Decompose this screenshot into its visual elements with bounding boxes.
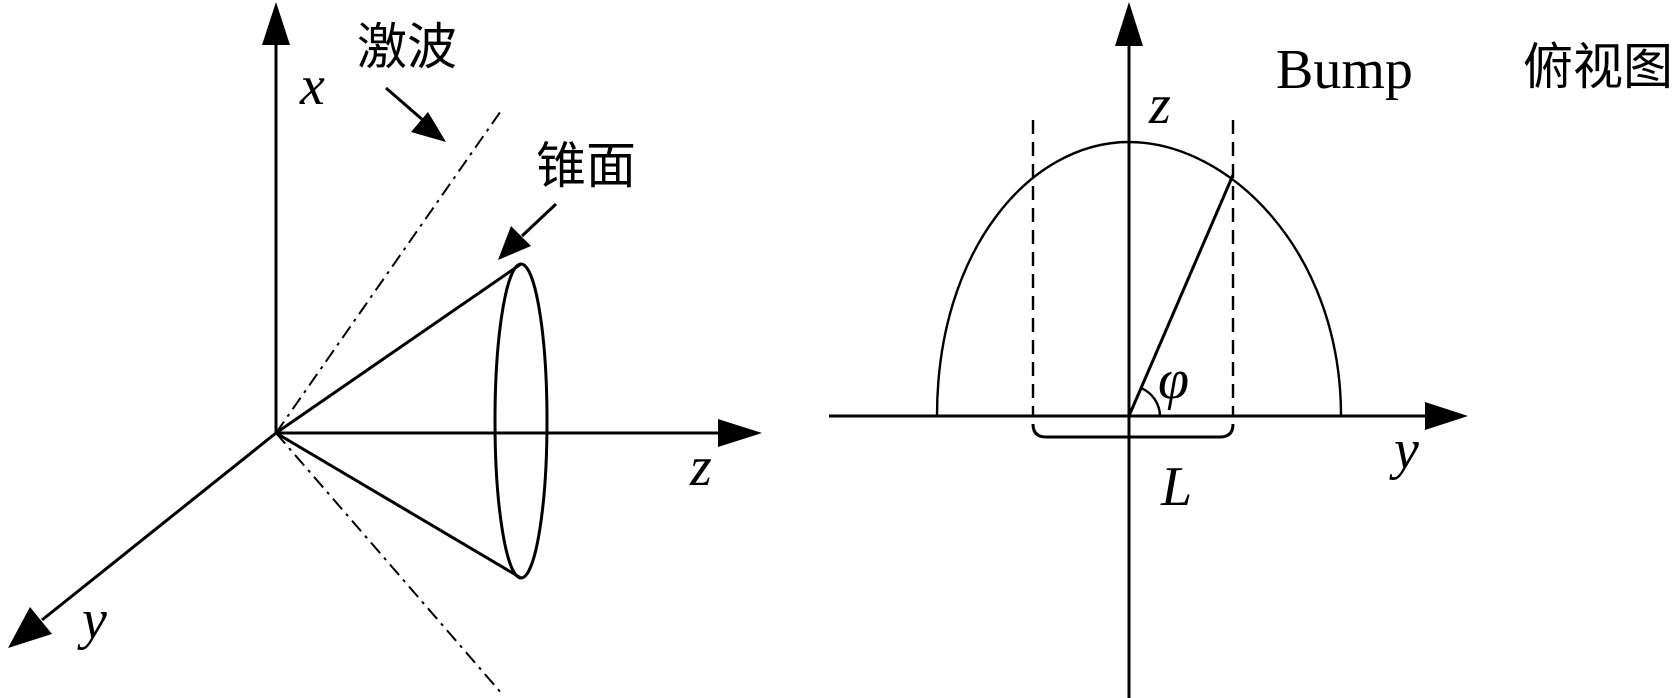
- left-z-axis-arrowhead: [718, 419, 762, 447]
- right-y-axis-label: y: [1389, 419, 1419, 481]
- shock-wave-pointer-arrowhead: [411, 112, 446, 142]
- right-z-axis-arrowhead: [1115, 2, 1143, 46]
- cone-surface-pointer-line: [520, 202, 558, 238]
- shock-wave-label: 激波: [357, 18, 457, 76]
- left-y-axis-label: y: [77, 589, 107, 651]
- shock-wave-lower-line: [275, 432, 504, 696]
- shock-wave-upper-line: [275, 107, 504, 434]
- cone-base-ellipse: [493, 262, 549, 580]
- left-x-axis-arrowhead: [262, 2, 290, 45]
- width-bracket: [1031, 423, 1235, 439]
- bump-outline-curve: [935, 140, 1343, 417]
- right-y-axis-arrowhead: [1425, 402, 1468, 430]
- left-y-axis-arrowhead: [8, 607, 52, 648]
- left-x-axis-label: x: [299, 55, 325, 117]
- width-l-label: L: [1160, 456, 1192, 518]
- angle-phi-label: φ: [1158, 349, 1189, 411]
- left-y-axis-line: [41, 431, 277, 622]
- cone-surface-pointer-arrowhead: [498, 226, 531, 260]
- cone-upper-generator: [275, 262, 522, 435]
- cone-surface-label: 锥面: [536, 137, 636, 195]
- bump-top-view-title-latin: Bump: [1276, 39, 1413, 101]
- right-diagram-bump-top-view: Bump 俯视图 z y φ L: [829, 2, 1673, 698]
- shock-wave-pointer-line: [385, 86, 425, 123]
- left-z-axis-label: z: [689, 436, 712, 498]
- bump-radial-line: [1127, 174, 1235, 417]
- right-z-axis-label: z: [1148, 74, 1171, 136]
- left-diagram-cone: x z y 激波 锥面: [8, 2, 762, 696]
- bump-top-view-title-cn: 俯视图: [1523, 38, 1673, 96]
- angle-phi-arc: [1140, 386, 1162, 417]
- cone-lower-generator: [275, 431, 522, 580]
